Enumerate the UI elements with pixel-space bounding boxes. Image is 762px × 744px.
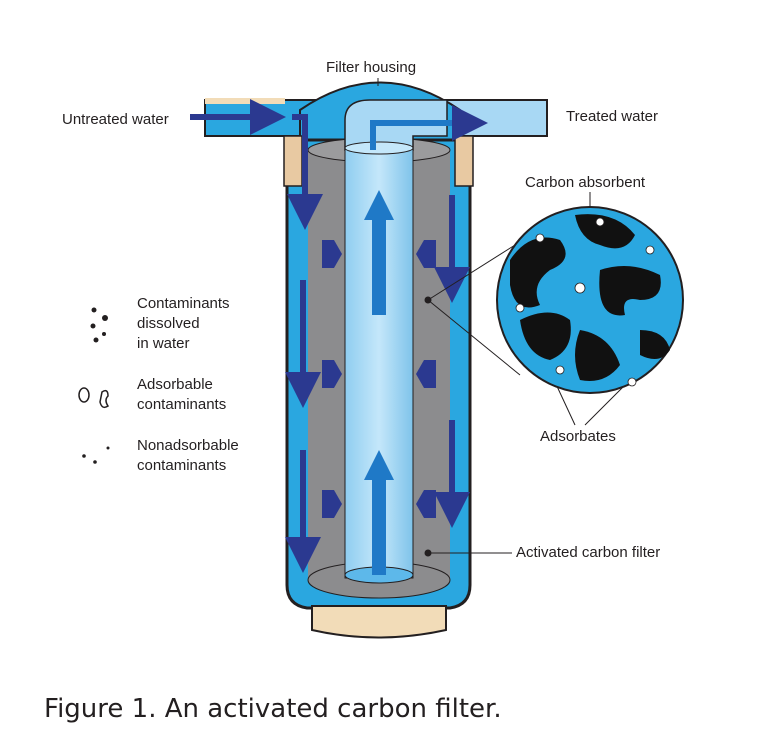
legend-text: Adsorbable [137,376,213,393]
label-carbon-absorbent: Carbon absorbent [525,174,646,191]
upward-arrows [364,190,394,575]
label-activated-carbon-filter: Activated carbon filter [516,544,661,561]
legend-dissolved: Contaminants dissolved in water [137,294,230,354]
label-untreated-water: Untreated water [62,111,169,128]
legend-text: contaminants [137,457,227,474]
flow-arrows [190,99,488,573]
figure-caption: Figure 1. An activated carbon filter. [44,694,502,724]
carbon-magnified-view [496,206,684,394]
housing-base [311,605,447,639]
legend-text: in water [137,335,190,352]
legend-nonadsorbable: Nonadsorbable contaminants [137,436,239,476]
legend-nonadsorbable-icon [82,446,110,464]
legend-text: Contaminants [137,295,230,312]
label-filter-housing: Filter housing [326,59,417,76]
legend-adsorbable: Adsorbable contaminants [137,375,226,415]
legend-text: dissolved [137,315,200,332]
label-treated-water: Treated water [566,108,658,125]
legend-adsorbable-icon [78,387,110,409]
leader-lines [377,78,631,557]
inward-arrows [322,240,436,518]
legend-text: Nonadsorbable [137,437,239,454]
legend-dissolved-icon [90,307,108,343]
label-adsorbates: Adsorbates [540,428,616,445]
legend-text: contaminants [137,396,227,413]
